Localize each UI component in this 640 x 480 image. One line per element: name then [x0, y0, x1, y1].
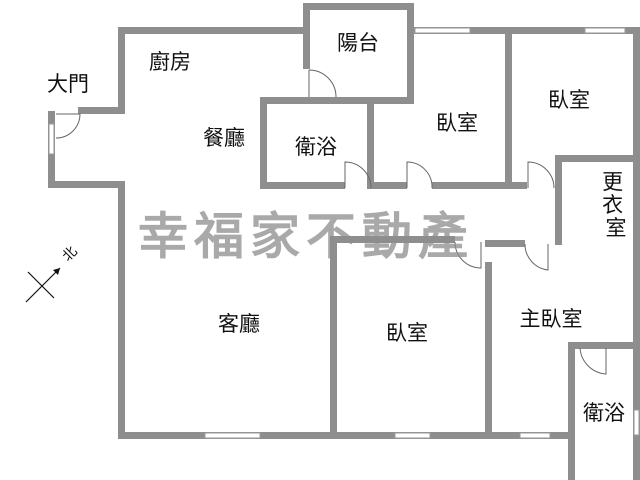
closet-char-2: 衣	[602, 193, 623, 217]
wall-bed1-bottom-b	[432, 182, 512, 189]
label-dining: 餐廳	[203, 126, 245, 150]
wall-balcony-top	[303, 3, 414, 10]
window-bath2	[633, 409, 640, 436]
label-master-bedroom: 主臥室	[520, 307, 583, 331]
door-bed2	[527, 161, 555, 189]
wall-bed1-right	[505, 34, 512, 189]
label-bedroom-3: 臥室	[386, 321, 428, 345]
label-bath-2: 衛浴	[583, 401, 625, 425]
label-walk-in-closet: 更 衣 室	[602, 170, 630, 240]
outer-walls	[48, 3, 640, 439]
label-balcony: 陽台	[337, 31, 379, 55]
wall-right	[633, 27, 640, 347]
compass-arrowhead-icon	[53, 268, 60, 275]
wall-kitchen-left	[118, 27, 125, 113]
wall-bath1-left	[260, 97, 267, 189]
wall-entry-top	[78, 107, 125, 114]
label-bedroom-2: 臥室	[548, 88, 590, 112]
window-entry	[48, 123, 55, 155]
wall-bath1-bottom	[260, 182, 345, 189]
wall-living-left	[118, 181, 125, 439]
label-living: 客廳	[218, 312, 260, 336]
wall-bed1-bottom-a	[367, 182, 407, 189]
door-bath2	[579, 347, 607, 375]
window-master	[519, 432, 551, 439]
closet-char-1: 更	[602, 170, 623, 194]
doors	[55, 69, 607, 375]
wall-bed3-right	[485, 262, 492, 439]
door-balcony	[308, 69, 337, 98]
room-labels: 大門 廚房 餐廳 陽台 衛浴 臥室 臥室 客廳 臥室 主臥室 衛浴 更 衣 室	[47, 31, 630, 425]
wall-bath2-left	[568, 342, 575, 480]
window-bed1	[414, 27, 471, 34]
compass-north-label: 北	[60, 244, 81, 265]
label-bedroom-1: 臥室	[436, 111, 478, 135]
wall-bed3-left	[330, 236, 337, 439]
wall-bath1-top	[260, 97, 414, 104]
label-bath-1: 衛浴	[295, 135, 337, 159]
compass: 北	[25, 244, 81, 303]
wall-corridor-a	[330, 236, 455, 243]
wall-balcony-left	[303, 3, 310, 69]
window-living	[204, 432, 261, 439]
label-main-door: 大門	[47, 72, 89, 96]
windows	[48, 27, 640, 439]
wall-entry-bottom	[48, 181, 125, 188]
door-bath1	[344, 161, 372, 189]
wall-closet-top	[555, 155, 640, 162]
wall-top-left	[118, 27, 308, 34]
wall-balcony-right	[407, 3, 414, 104]
wall-top-right	[407, 27, 640, 34]
wall-bath1-right	[367, 97, 374, 189]
wall-bottom	[118, 432, 573, 439]
closet-char-3: 室	[606, 216, 627, 240]
wall-corridor-b	[485, 240, 525, 247]
window-bed3	[394, 432, 431, 439]
watermark: 幸福家不動產	[138, 208, 474, 266]
door-bed1	[406, 161, 433, 189]
wall-closet-left	[555, 155, 562, 245]
wall-bed2-bottom	[505, 182, 527, 189]
door-main	[55, 113, 81, 139]
compass-arrow	[25, 267, 61, 303]
label-kitchen: 廚房	[149, 50, 191, 74]
door-closet	[524, 243, 549, 271]
compass-cross	[27, 271, 55, 299]
wall-bath2-top	[568, 342, 640, 349]
door-bed3	[454, 241, 482, 269]
window-bed2	[584, 27, 626, 34]
